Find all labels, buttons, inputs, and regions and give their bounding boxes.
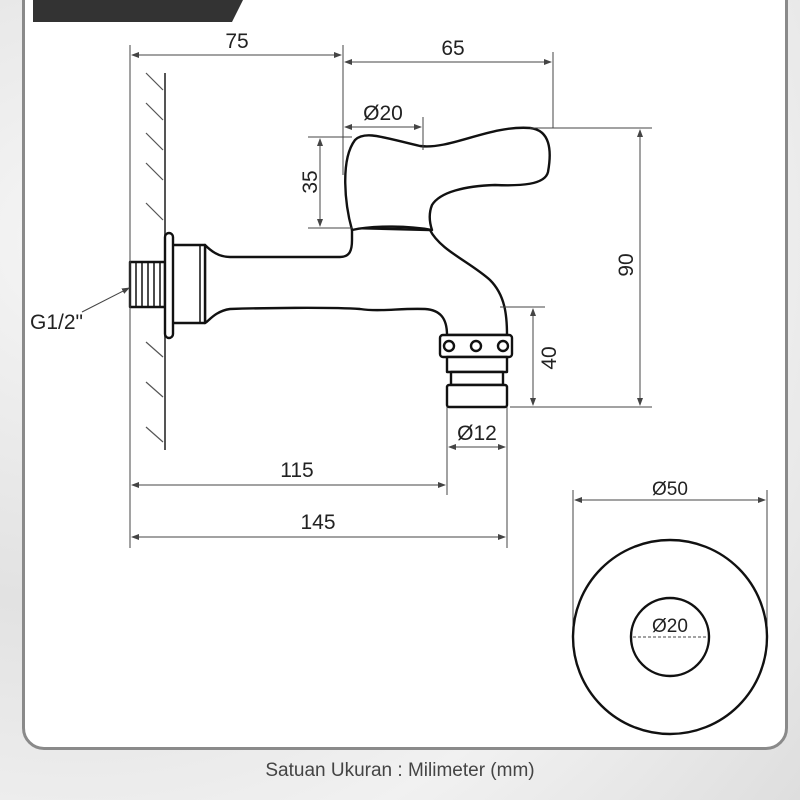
dim-nozzle-diameter-label: Ø12 [457,422,497,445]
dim-65-label: 65 [441,37,464,60]
flange-inner-label: Ø20 [652,616,688,637]
dim-40-label: 40 [538,346,561,369]
flange-top-view [571,538,769,736]
dim-115-label: 115 [280,459,313,482]
flange-outer-label: Ø50 [652,479,688,500]
dim-90-label: 90 [615,253,638,276]
dim-handle-diameter-label: Ø20 [363,102,403,125]
thread-label: G1/2" [30,311,83,334]
dim-75-label: 75 [225,30,248,53]
dim-35-label: 35 [299,170,322,193]
dimension-lines [81,45,768,640]
header-bar [33,0,243,22]
faucet [128,126,551,409]
unit-caption: Satuan Ukuran : Milimeter (mm) [265,760,535,781]
dim-145-label: 145 [300,511,335,534]
